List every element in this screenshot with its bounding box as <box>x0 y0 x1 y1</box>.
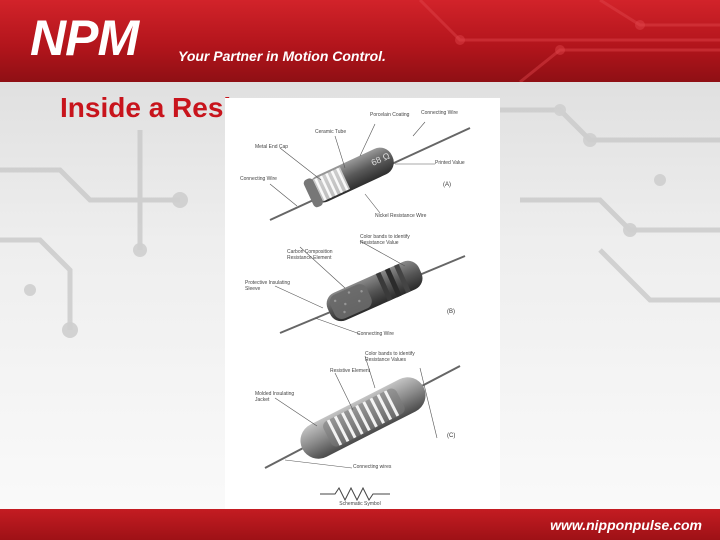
resistor-a <box>269 127 471 221</box>
label-color-bands-c: Color bands to identify Resistance Value… <box>365 351 415 363</box>
schematic-symbol <box>320 486 390 502</box>
figure-letter-c: (C) <box>447 433 456 439</box>
footer-bar: www.nipponpulse.com <box>0 509 720 540</box>
label-connecting-wire-a-top: Connecting Wire <box>421 110 458 116</box>
leader-lines <box>269 121 438 469</box>
label-molded-insulating-jacket: Molded Insulating Jacket <box>255 391 295 403</box>
resistor-b-carbon-element <box>329 284 372 319</box>
label-schematic-symbol: Schematic Symbol <box>339 501 381 507</box>
label-connecting-wires-c: Connecting wires <box>353 464 392 470</box>
label-metal-end-cap: Metal End Cap <box>255 144 289 150</box>
label-resistive-element: Resistive Element <box>330 368 371 374</box>
resistor-a-end-cap <box>303 178 323 208</box>
resistor-b <box>279 255 466 334</box>
label-porcelain-coating: Porcelain Coating <box>370 112 410 118</box>
figure-letter-b: (B) <box>447 309 455 315</box>
resistor-illustration: 68 Ω <box>264 121 471 502</box>
label-carbon-composition-element: Carbon Composition Resistance Element <box>287 249 333 261</box>
label-connecting-wire-a-left: Connecting Wire <box>240 176 277 182</box>
resistor-c <box>264 365 461 469</box>
figure-letter-a: (A) <box>443 182 451 188</box>
label-color-bands-b: Color bands to identify Resistance Value <box>360 234 410 246</box>
label-printed-value: Printed Value <box>435 160 465 166</box>
label-protective-insulating-sleeve: Protective Insulating Sleeve <box>245 280 291 292</box>
header-bar: NPM Your Partner in Motion Control. <box>0 0 720 82</box>
tagline: Your Partner in Motion Control. <box>178 48 386 64</box>
label-nickel-resistance-wire: Nickel Resistance Wire <box>375 213 427 219</box>
website-url[interactable]: www.nipponpulse.com <box>550 517 702 533</box>
label-connecting-wire-b: Connecting Wire <box>357 331 394 337</box>
npm-logo: NPM <box>30 10 139 66</box>
header-circuit-pattern <box>418 0 720 82</box>
resistor-figure: 68 Ω <box>225 98 500 510</box>
label-ceramic-tube: Ceramic Tube <box>315 129 347 135</box>
